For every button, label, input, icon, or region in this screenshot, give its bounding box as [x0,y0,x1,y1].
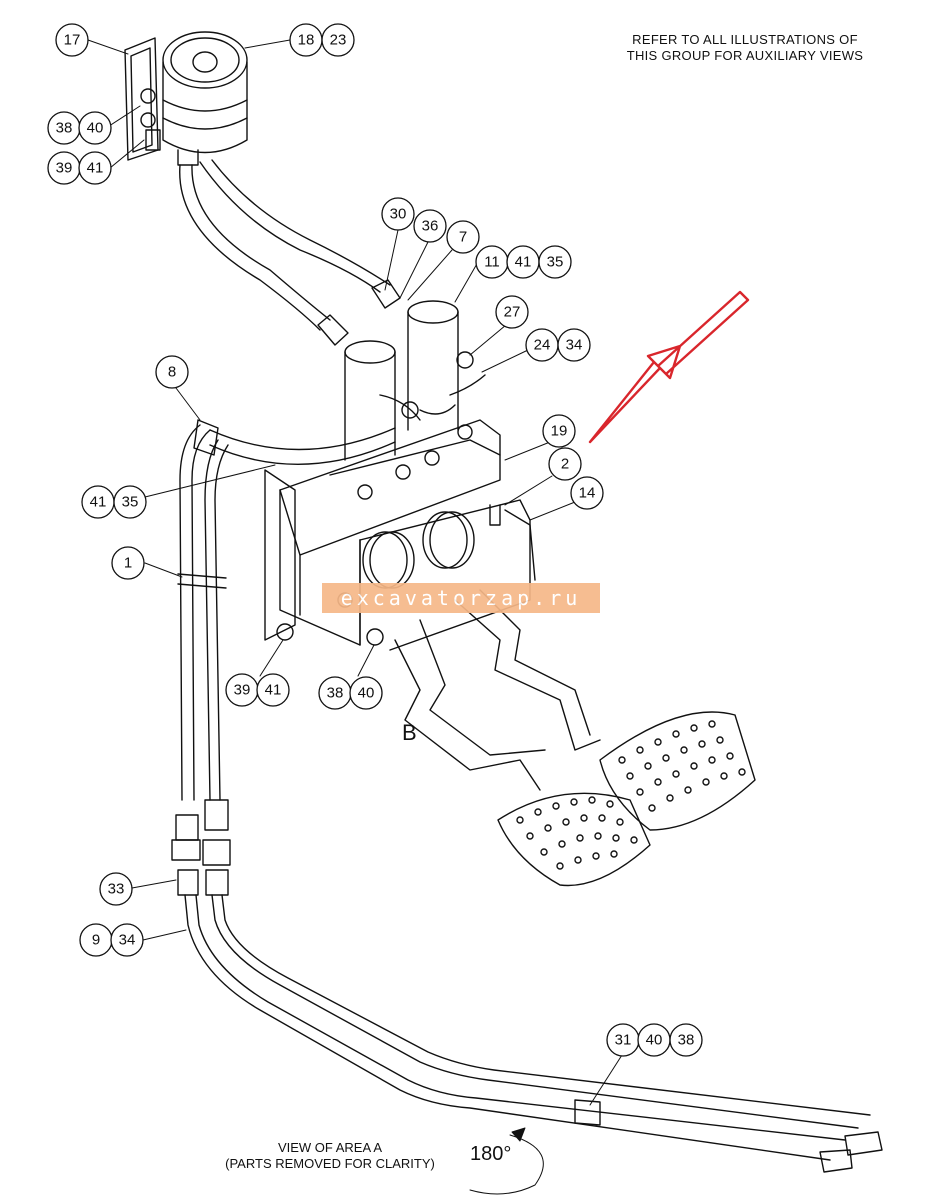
area-label: B [402,720,417,745]
callout-36: 36 [413,209,447,243]
callout-14: 14 [570,476,604,510]
view-caption-line-2: (PARTS REMOVED FOR CLARITY) [225,1156,435,1171]
lower-tubes [184,894,883,1173]
rotation-label: 180° [470,1143,512,1165]
svg-text:34: 34 [566,337,583,354]
callout-33: 33 [99,872,133,906]
callout-39-41-bottom: 39 41 [225,673,290,707]
svg-text:31: 31 [615,1032,632,1049]
callout-8: 8 [155,355,189,389]
svg-text:35: 35 [122,494,139,511]
svg-text:1: 1 [124,555,132,572]
callout-11-41-35: 11 41 35 [475,245,572,279]
leader-lines [87,39,623,1195]
svg-text:40: 40 [87,120,104,137]
svg-text:23: 23 [330,32,347,49]
svg-text:11: 11 [484,254,500,271]
svg-text:7: 7 [459,229,467,246]
svg-text:40: 40 [646,1032,663,1049]
callout-41-35: 41 35 [81,485,147,519]
svg-text:19: 19 [551,423,568,440]
callout-1: 1 [111,546,145,580]
svg-text:18: 18 [298,32,315,49]
view-caption: VIEW OF AREA A (PARTS REMOVED FOR CLARIT… [180,1140,480,1172]
svg-text:38: 38 [678,1032,695,1049]
indicator-arrow [588,290,750,444]
svg-text:34: 34 [119,932,136,949]
callout-27: 27 [495,295,529,329]
callout-7: 7 [446,220,480,254]
svg-text:2: 2 [561,456,569,473]
callout-19: 19 [542,414,576,448]
svg-text:8: 8 [168,364,176,381]
callout-2: 2 [548,447,582,481]
svg-text:38: 38 [56,120,73,137]
svg-text:30: 30 [390,206,407,223]
vertical-hoses [171,424,231,896]
left-hose [193,419,396,465]
view-caption-line-1: VIEW OF AREA A [277,1140,383,1155]
svg-text:41: 41 [90,494,107,511]
svg-text:9: 9 [92,932,100,949]
callout-9-34: 9 34 [79,923,144,957]
callout-31-40-38: 31 40 38 [606,1023,703,1057]
callout-18-23: 18 23 [289,23,355,57]
svg-text:27: 27 [504,304,521,321]
svg-text:33: 33 [108,881,125,898]
svg-text:39: 39 [234,682,251,699]
svg-text:39: 39 [56,160,73,177]
svg-text:24: 24 [534,337,551,354]
watermark: excavatorzap.ru [322,583,600,613]
callout-39-41-top: 39 41 [47,151,112,185]
svg-text:40: 40 [358,685,375,702]
reservoir [124,31,248,166]
callout-17: 17 [55,23,89,57]
callout-30: 30 [381,197,415,231]
svg-text:36: 36 [422,218,439,235]
valve-body [264,419,536,651]
reference-note-line-2: THIS GROUP FOR AUXILIARY VIEWS [626,48,864,63]
master-cylinders [344,300,486,500]
callout-24-34: 24 34 [525,328,591,362]
svg-text:38: 38 [327,685,344,702]
callout-38-40-top: 38 40 [47,111,112,145]
svg-text:35: 35 [547,254,564,271]
svg-text:41: 41 [515,254,532,271]
svg-text:41: 41 [87,160,104,177]
callout-38-40-bottom: 38 40 [318,676,383,710]
svg-text:17: 17 [64,32,81,49]
pedals [394,589,756,887]
reference-note-line-1: REFER TO ALL ILLUSTRATIONS OF [632,32,858,47]
reference-note: REFER TO ALL ILLUSTRATIONS OF THIS GROUP… [595,32,895,64]
svg-text:41: 41 [265,682,282,699]
pedal-dots [516,720,746,870]
svg-text:14: 14 [579,485,596,502]
upper-hoses [179,159,401,346]
callout-bubbles: 17 18 23 38 40 39 41 30 36 7 11 41 35 27… [47,23,703,1057]
